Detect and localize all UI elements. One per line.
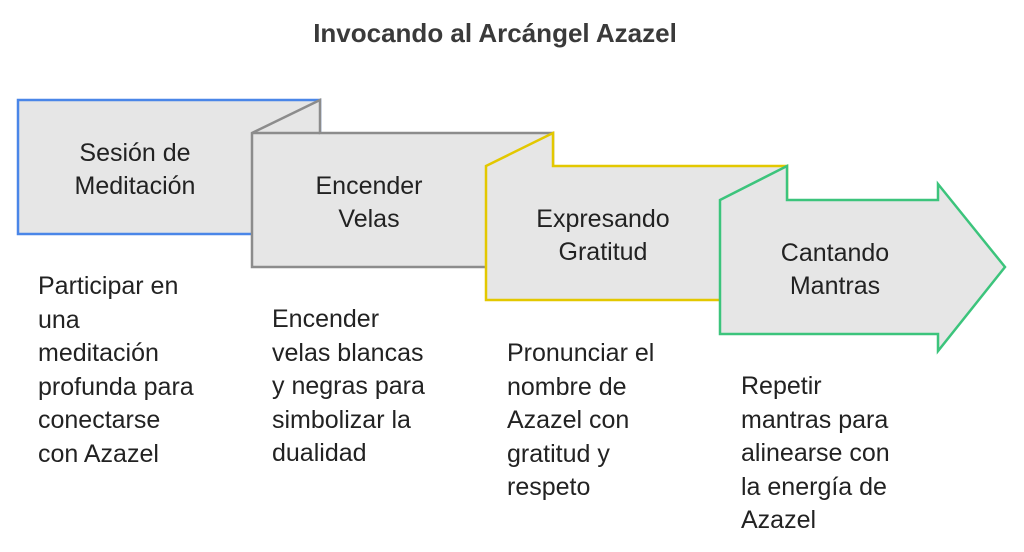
step-2-description: Encender velas blancas y negras para simbol… xyxy=(272,303,425,471)
description-line: respeto xyxy=(507,473,591,501)
description-line: Participar en xyxy=(38,272,179,300)
description-line: Repetir xyxy=(741,372,822,400)
step-4-description: Repetir mantras para alinearse con la energ… xyxy=(741,370,890,538)
step-4-label-line: Mantras xyxy=(789,272,881,300)
description-line: Pronunciar el xyxy=(507,339,655,367)
step-4-label-line: Cantando xyxy=(780,239,890,267)
description-line: nombre de xyxy=(507,372,627,401)
step-2-label-line: Velas xyxy=(338,205,400,233)
description-line: Azazel xyxy=(741,506,817,534)
step-4-arrow xyxy=(718,163,1007,355)
step-3-label-line: Expresando xyxy=(536,205,670,233)
step-3-description: Pronunciar el nombre de Azazel con gratitud… xyxy=(507,337,654,505)
description-line: mantras para xyxy=(741,405,889,434)
step-2-label-line: Encender xyxy=(315,172,423,200)
step-1-label-line: Sesión de xyxy=(79,139,191,167)
description-line: meditación xyxy=(38,339,159,367)
step-1-label: Sesión de Meditación xyxy=(18,137,252,203)
description-line: con Azazel xyxy=(38,439,159,468)
description-line: Encender xyxy=(272,305,380,333)
description-line: gratitud y xyxy=(507,439,610,468)
description-line: profunda para xyxy=(38,372,194,401)
step-3-label-line: Gratitud xyxy=(558,238,648,266)
diagram-title: Invocando al Arcángel Azazel xyxy=(313,18,677,48)
description-line: alinearse con xyxy=(741,439,890,467)
description-line: conectarse xyxy=(38,406,161,434)
description-line: Azazel con xyxy=(507,406,630,434)
description-line: dualidad xyxy=(272,439,367,467)
description-line: la energía de xyxy=(741,472,887,501)
description-line: y negras para xyxy=(272,372,425,400)
step-1-description: Participar en una meditación profunda para c… xyxy=(38,270,194,471)
description-line: velas blancas xyxy=(272,338,424,367)
description-line: simbolizar la xyxy=(272,405,411,434)
description-line: una xyxy=(38,305,80,334)
step-1-label-line: Meditación xyxy=(74,172,196,200)
